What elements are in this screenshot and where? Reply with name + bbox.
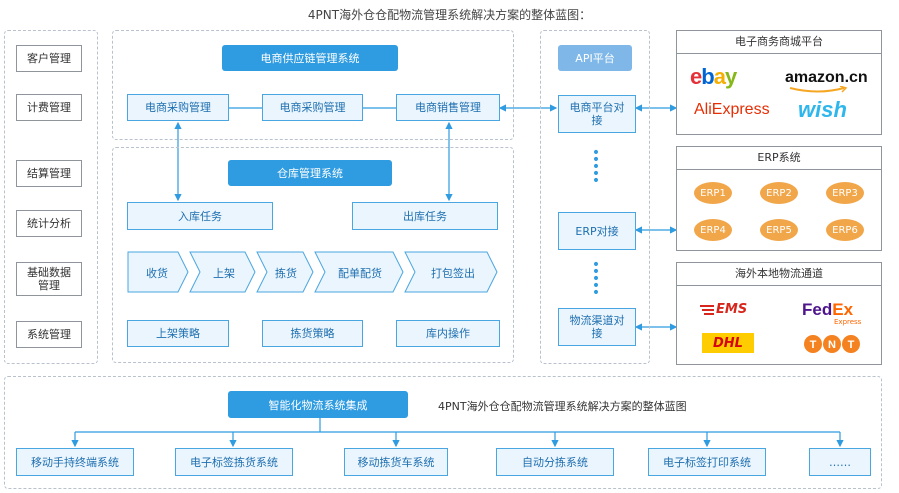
- integration-panel: [4, 376, 882, 489]
- svg-text:T: T: [810, 339, 817, 351]
- putaway-strategy-box[interactable]: 上架策略: [127, 320, 229, 347]
- svg-text:T: T: [848, 339, 855, 351]
- ecommerce-integration-box[interactable]: 电商平台对接: [558, 95, 636, 133]
- flow-step-pack: [404, 251, 498, 293]
- warehouse-header[interactable]: 仓库管理系统: [228, 160, 392, 186]
- erp-node-6[interactable]: ERP6: [826, 219, 864, 241]
- e-label-picking-box[interactable]: 电子标签拣货系统: [175, 448, 293, 476]
- menu-customer[interactable]: 客户管理: [16, 45, 82, 72]
- api-panel: [540, 30, 650, 364]
- menu-billing[interactable]: 计费管理: [16, 94, 82, 121]
- dhl-logo: DHL: [702, 333, 754, 353]
- erp-panel-title: ERP系统: [677, 147, 881, 170]
- ecommerce-panel: 电子商务商城平台: [676, 30, 882, 135]
- ec-procurement-box-1[interactable]: 电商采购管理: [127, 94, 229, 121]
- tnt-circles-icon: T N T: [804, 335, 860, 353]
- integration-header[interactable]: 智能化物流系统集成: [228, 391, 408, 418]
- supply-chain-header[interactable]: 电商供应链管理系统: [222, 45, 398, 71]
- ebay-logo: ebay: [690, 64, 737, 89]
- erp-node-4[interactable]: ERP4: [694, 219, 732, 241]
- fedex-text: FedEx: [802, 300, 854, 319]
- erp-node-5[interactable]: ERP5: [760, 219, 798, 241]
- inhouse-ops-box[interactable]: 库内操作: [396, 320, 500, 347]
- flow-label-pack[interactable]: 打包签出: [431, 267, 475, 280]
- amazon-logo: amazon.cn: [785, 69, 868, 86]
- fedex-express-text: Express: [834, 318, 862, 326]
- svg-text:N: N: [828, 339, 836, 351]
- api-dots-1: •••••: [591, 145, 601, 189]
- flow-label-putaway[interactable]: 上架: [213, 267, 235, 280]
- tnt-logo: T N T: [804, 334, 860, 354]
- menu-system[interactable]: 系统管理: [16, 321, 82, 348]
- warehouse-panel: [112, 147, 514, 363]
- e-label-printing-box[interactable]: 电子标签打印系统: [648, 448, 766, 476]
- menu-settlement[interactable]: 结算管理: [16, 160, 82, 187]
- menu-statistics[interactable]: 统计分析: [16, 210, 82, 237]
- flow-label-receive[interactable]: 收货: [146, 267, 168, 280]
- flow-step-putaway: [189, 251, 256, 293]
- ems-logo: EMS: [700, 302, 756, 318]
- api-dots-2: •••••: [591, 257, 601, 301]
- ec-sales-box[interactable]: 电商销售管理: [396, 94, 500, 121]
- wish-logo: wish: [798, 97, 847, 122]
- left-menu-panel: [4, 30, 98, 364]
- aliexpress-logo: AliExpress: [694, 101, 770, 118]
- menu-basic-data[interactable]: 基础数据管理: [16, 262, 82, 296]
- mobile-picking-cart-box[interactable]: 移动拣货车系统: [344, 448, 448, 476]
- flow-step-match: [314, 251, 404, 293]
- api-header[interactable]: API平台: [558, 45, 632, 71]
- erp-node-2[interactable]: ERP2: [760, 182, 798, 204]
- flow-label-match[interactable]: 配单配货: [338, 267, 382, 280]
- page-title: 4PNT海外仓仓配物流管理系统解决方案的整体蓝图：: [307, 8, 592, 22]
- ecommerce-panel-title: 电子商务商城平台: [677, 31, 881, 54]
- integration-caption: 4PNT海外仓仓配物流管理系统解决方案的整体蓝图: [438, 400, 687, 413]
- mobile-terminal-box[interactable]: 移动手持终端系统: [16, 448, 134, 476]
- dhl-text: DHL: [713, 335, 743, 351]
- ems-text: EMS: [716, 302, 748, 317]
- erp-integration-box[interactable]: ERP对接: [558, 212, 636, 250]
- more-box[interactable]: ……: [809, 448, 871, 476]
- flow-step-receive: [127, 251, 189, 293]
- outbound-task-box[interactable]: 出库任务: [352, 202, 498, 230]
- auto-sorting-box[interactable]: 自动分拣系统: [496, 448, 614, 476]
- flow-step-pick: [256, 251, 314, 293]
- flow-label-pick[interactable]: 拣货: [275, 267, 297, 280]
- logistics-integration-box[interactable]: 物流渠道对接: [558, 308, 636, 346]
- logistics-panel-title: 海外本地物流通道: [677, 263, 881, 286]
- fedex-logo: FedEx Express: [802, 300, 866, 328]
- picking-strategy-box[interactable]: 拣货策略: [262, 320, 363, 347]
- supply-chain-panel: [112, 30, 514, 140]
- erp-node-3[interactable]: ERP3: [826, 182, 864, 204]
- ems-wings-icon: [700, 305, 714, 315]
- amazon-smile-icon: [789, 86, 848, 93]
- erp-node-1[interactable]: ERP1: [694, 182, 732, 204]
- inbound-task-box[interactable]: 入库任务: [127, 202, 273, 230]
- ec-procurement-box-2[interactable]: 电商采购管理: [262, 94, 363, 121]
